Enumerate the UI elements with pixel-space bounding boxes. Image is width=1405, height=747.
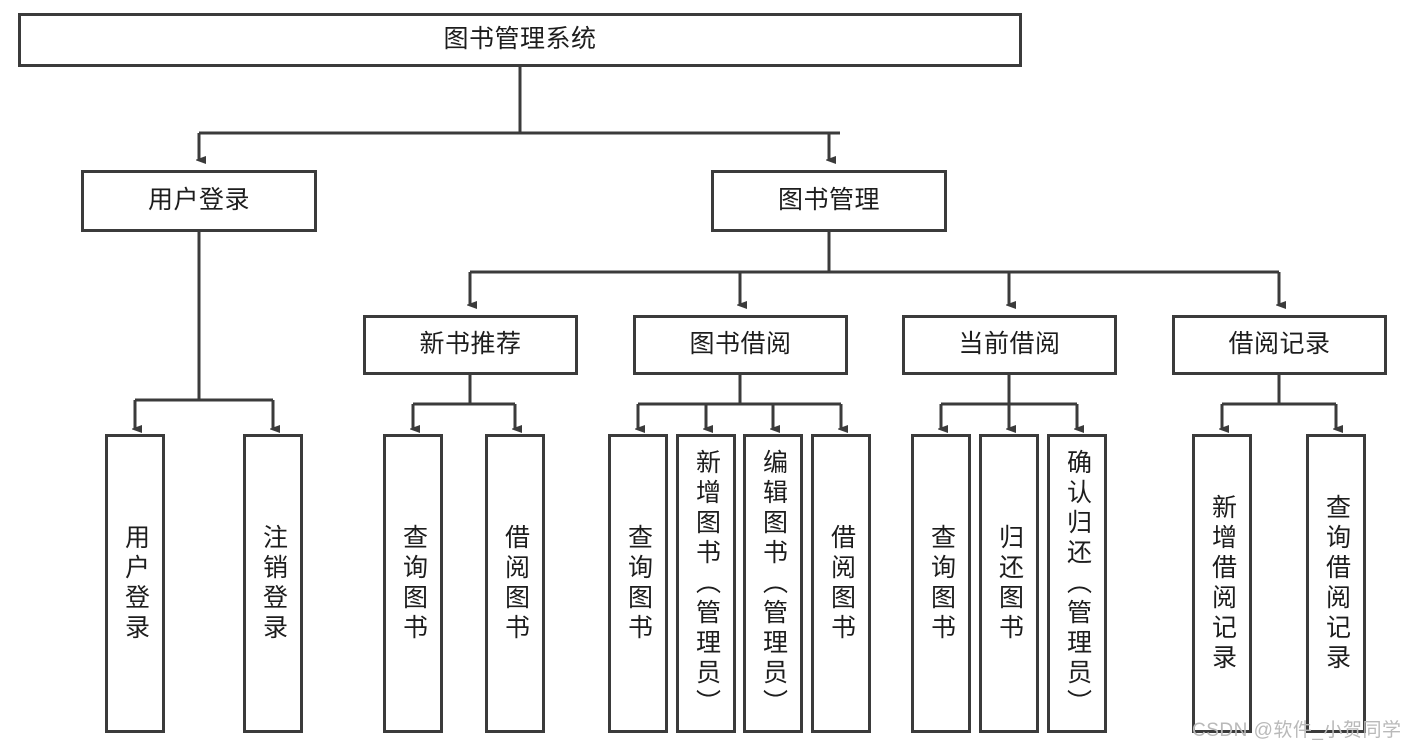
leaf-book-borrow-3[interactable]: 编辑图书（管理员） bbox=[743, 434, 803, 733]
leaf-label: 借阅图书 bbox=[827, 523, 856, 644]
node-current-borrow[interactable]: 当前借阅 bbox=[902, 315, 1117, 375]
leaf-borrow-records-2[interactable]: 查询借阅记录 bbox=[1306, 434, 1366, 733]
leaf-user-login-1[interactable]: 用户登录 bbox=[105, 434, 165, 733]
leaf-current-borrow-1[interactable]: 查询图书 bbox=[911, 434, 971, 733]
leaf-book-borrow-4[interactable]: 借阅图书 bbox=[811, 434, 871, 733]
leaf-user-login-2[interactable]: 注销登录 bbox=[243, 434, 303, 733]
leaf-new-book-1[interactable]: 查询图书 bbox=[383, 434, 443, 733]
node-book-manage-label: 图书管理 bbox=[777, 186, 880, 215]
leaf-label: 新增借阅记录 bbox=[1208, 493, 1237, 674]
node-book-manage[interactable]: 图书管理 bbox=[711, 170, 947, 232]
leaf-label: 注销登录 bbox=[259, 523, 288, 644]
leaf-borrow-records-1[interactable]: 新增借阅记录 bbox=[1192, 434, 1252, 733]
leaf-current-borrow-3[interactable]: 确认归还（管理员） bbox=[1047, 434, 1107, 733]
leaf-label: 用户登录 bbox=[121, 523, 150, 644]
node-book-borrow[interactable]: 图书借阅 bbox=[633, 315, 848, 375]
node-user-login[interactable]: 用户登录 bbox=[81, 170, 317, 232]
leaf-label: 归还图书 bbox=[995, 523, 1024, 644]
leaf-label: 查询借阅记录 bbox=[1322, 493, 1351, 674]
node-borrow-records-label: 借阅记录 bbox=[1228, 330, 1331, 359]
node-user-login-label: 用户登录 bbox=[147, 186, 250, 215]
node-book-borrow-label: 图书借阅 bbox=[689, 330, 792, 359]
node-current-borrow-label: 当前借阅 bbox=[958, 330, 1061, 359]
leaf-label: 编辑图书（管理员） bbox=[759, 448, 788, 719]
node-root[interactable]: 图书管理系统 bbox=[18, 13, 1022, 67]
leaf-label: 确认归还（管理员） bbox=[1063, 448, 1092, 719]
node-borrow-records[interactable]: 借阅记录 bbox=[1172, 315, 1387, 375]
node-root-label: 图书管理系统 bbox=[443, 25, 597, 54]
leaf-new-book-2[interactable]: 借阅图书 bbox=[485, 434, 545, 733]
leaf-label: 查询图书 bbox=[624, 523, 653, 644]
leaf-label: 借阅图书 bbox=[501, 523, 530, 644]
node-new-book-recommend[interactable]: 新书推荐 bbox=[363, 315, 578, 375]
leaf-book-borrow-2[interactable]: 新增图书（管理员） bbox=[676, 434, 736, 733]
leaf-book-borrow-1[interactable]: 查询图书 bbox=[608, 434, 668, 733]
leaf-label: 查询图书 bbox=[399, 523, 428, 644]
leaf-current-borrow-2[interactable]: 归还图书 bbox=[979, 434, 1039, 733]
leaf-label: 新增图书（管理员） bbox=[692, 448, 721, 719]
csdn-watermark: CSDN @软件_小贺同学 bbox=[1192, 720, 1402, 741]
leaf-label: 查询图书 bbox=[927, 523, 956, 644]
node-new-book-recommend-label: 新书推荐 bbox=[419, 330, 522, 359]
